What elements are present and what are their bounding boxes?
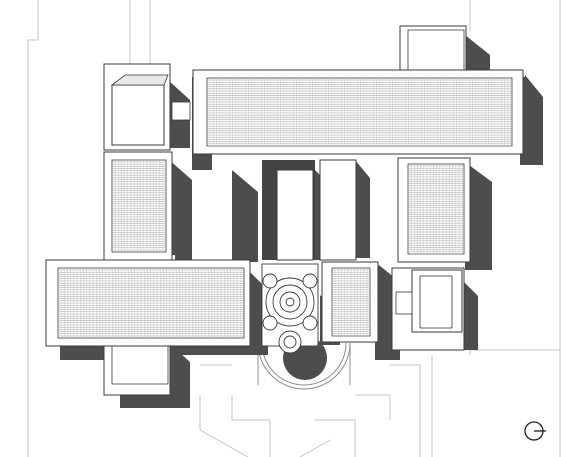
south-center-wing-roof xyxy=(331,267,371,337)
rotunda xyxy=(261,263,319,354)
east-wing-roof xyxy=(407,163,465,255)
site-paths xyxy=(27,0,561,457)
central-courtyard xyxy=(262,159,357,261)
north-west-tower xyxy=(103,63,191,151)
south-east-pavilion xyxy=(391,267,465,351)
south-west-tower xyxy=(103,339,171,396)
north-wing-roof xyxy=(206,77,513,147)
west-wing-roof xyxy=(111,159,167,253)
south-west-wing-roof xyxy=(57,267,245,339)
north-arrow-icon xyxy=(524,421,546,441)
